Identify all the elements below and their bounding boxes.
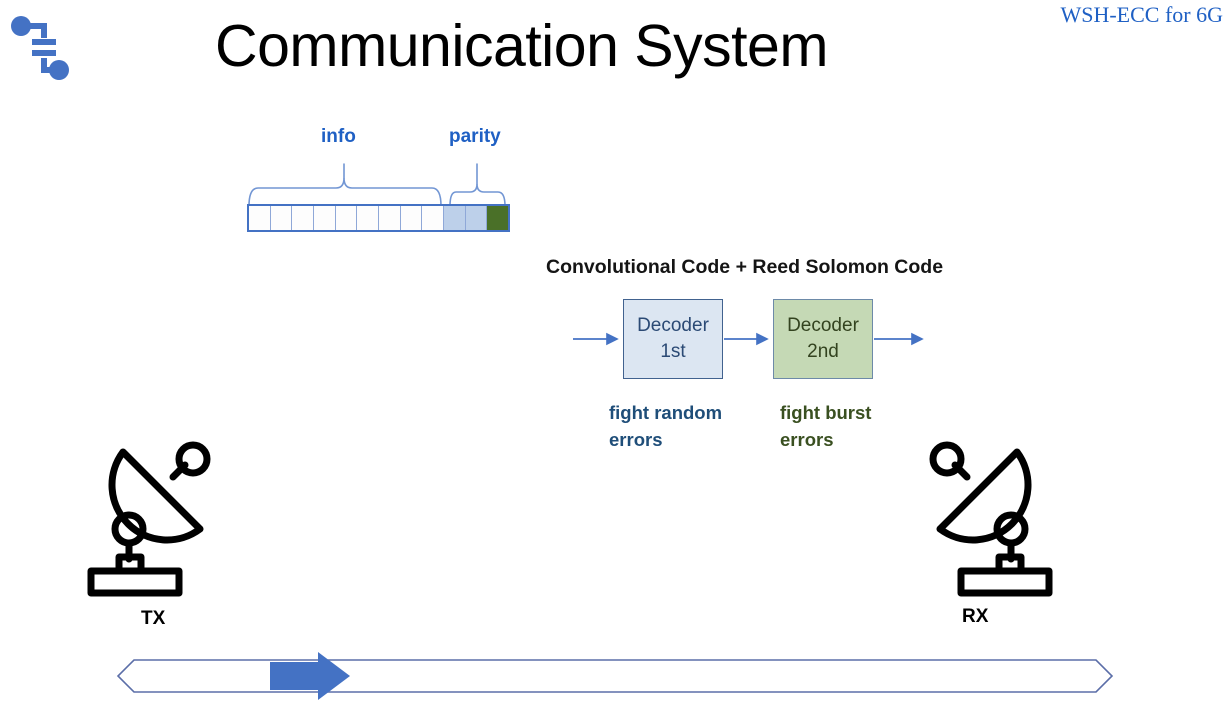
satellite-dish-icon-tx <box>85 437 225 597</box>
codeword-cell <box>335 206 358 230</box>
codeword-cell <box>249 206 271 230</box>
decoder-block-1-line1: Decoder <box>637 315 709 337</box>
chain-arrow-group <box>573 332 924 346</box>
decoder-block-1-caption: fight random errors <box>609 402 723 450</box>
brace-group <box>248 163 506 207</box>
decoder-block-2[interactable]: Decoder 2nd <box>773 299 873 379</box>
parity-label: parity <box>449 126 501 147</box>
codeword-cell <box>422 206 445 230</box>
decoder-chain: Decoder 1st Decoder 2nd <box>560 292 940 388</box>
channel-arrow-group <box>110 652 1120 704</box>
right-arrow-solid-icon <box>270 652 350 700</box>
page-title: Communication System <box>215 13 829 79</box>
codeword-cell <box>379 206 401 230</box>
decoder-block-1-line2: 1st <box>660 341 686 362</box>
codeword-cell <box>292 206 315 230</box>
info-label: info <box>321 126 356 147</box>
circuit-capacitor-icon <box>8 12 72 84</box>
codeword-cell <box>465 206 488 230</box>
decoder-block-2-caption: fight burst errors <box>780 402 872 450</box>
codeword-cell <box>487 206 509 230</box>
codeword-diagram: info parity <box>245 126 525 238</box>
tx-label: TX <box>141 608 166 629</box>
codeword-cell <box>270 206 293 230</box>
decoder-block-2-line2: 2nd <box>807 341 839 362</box>
codeword-bar <box>247 204 510 232</box>
codeword-cell <box>314 206 336 230</box>
codeword-cell <box>400 206 423 230</box>
codeword-cell <box>357 206 380 230</box>
satellite-dish-icon-rx <box>915 437 1055 597</box>
corner-tag: WSH-ECC for 6G <box>1060 2 1223 27</box>
codeword-cell <box>444 206 466 230</box>
decoder-block-2-line1: Decoder <box>787 315 859 337</box>
decoder-chain-heading: Convolutional Code + Reed Solomon Code <box>546 256 944 278</box>
decoder-block-1[interactable]: Decoder 1st <box>623 299 723 379</box>
rx-label: RX <box>962 606 989 627</box>
double-headed-arrow-outline-icon <box>116 659 1114 693</box>
